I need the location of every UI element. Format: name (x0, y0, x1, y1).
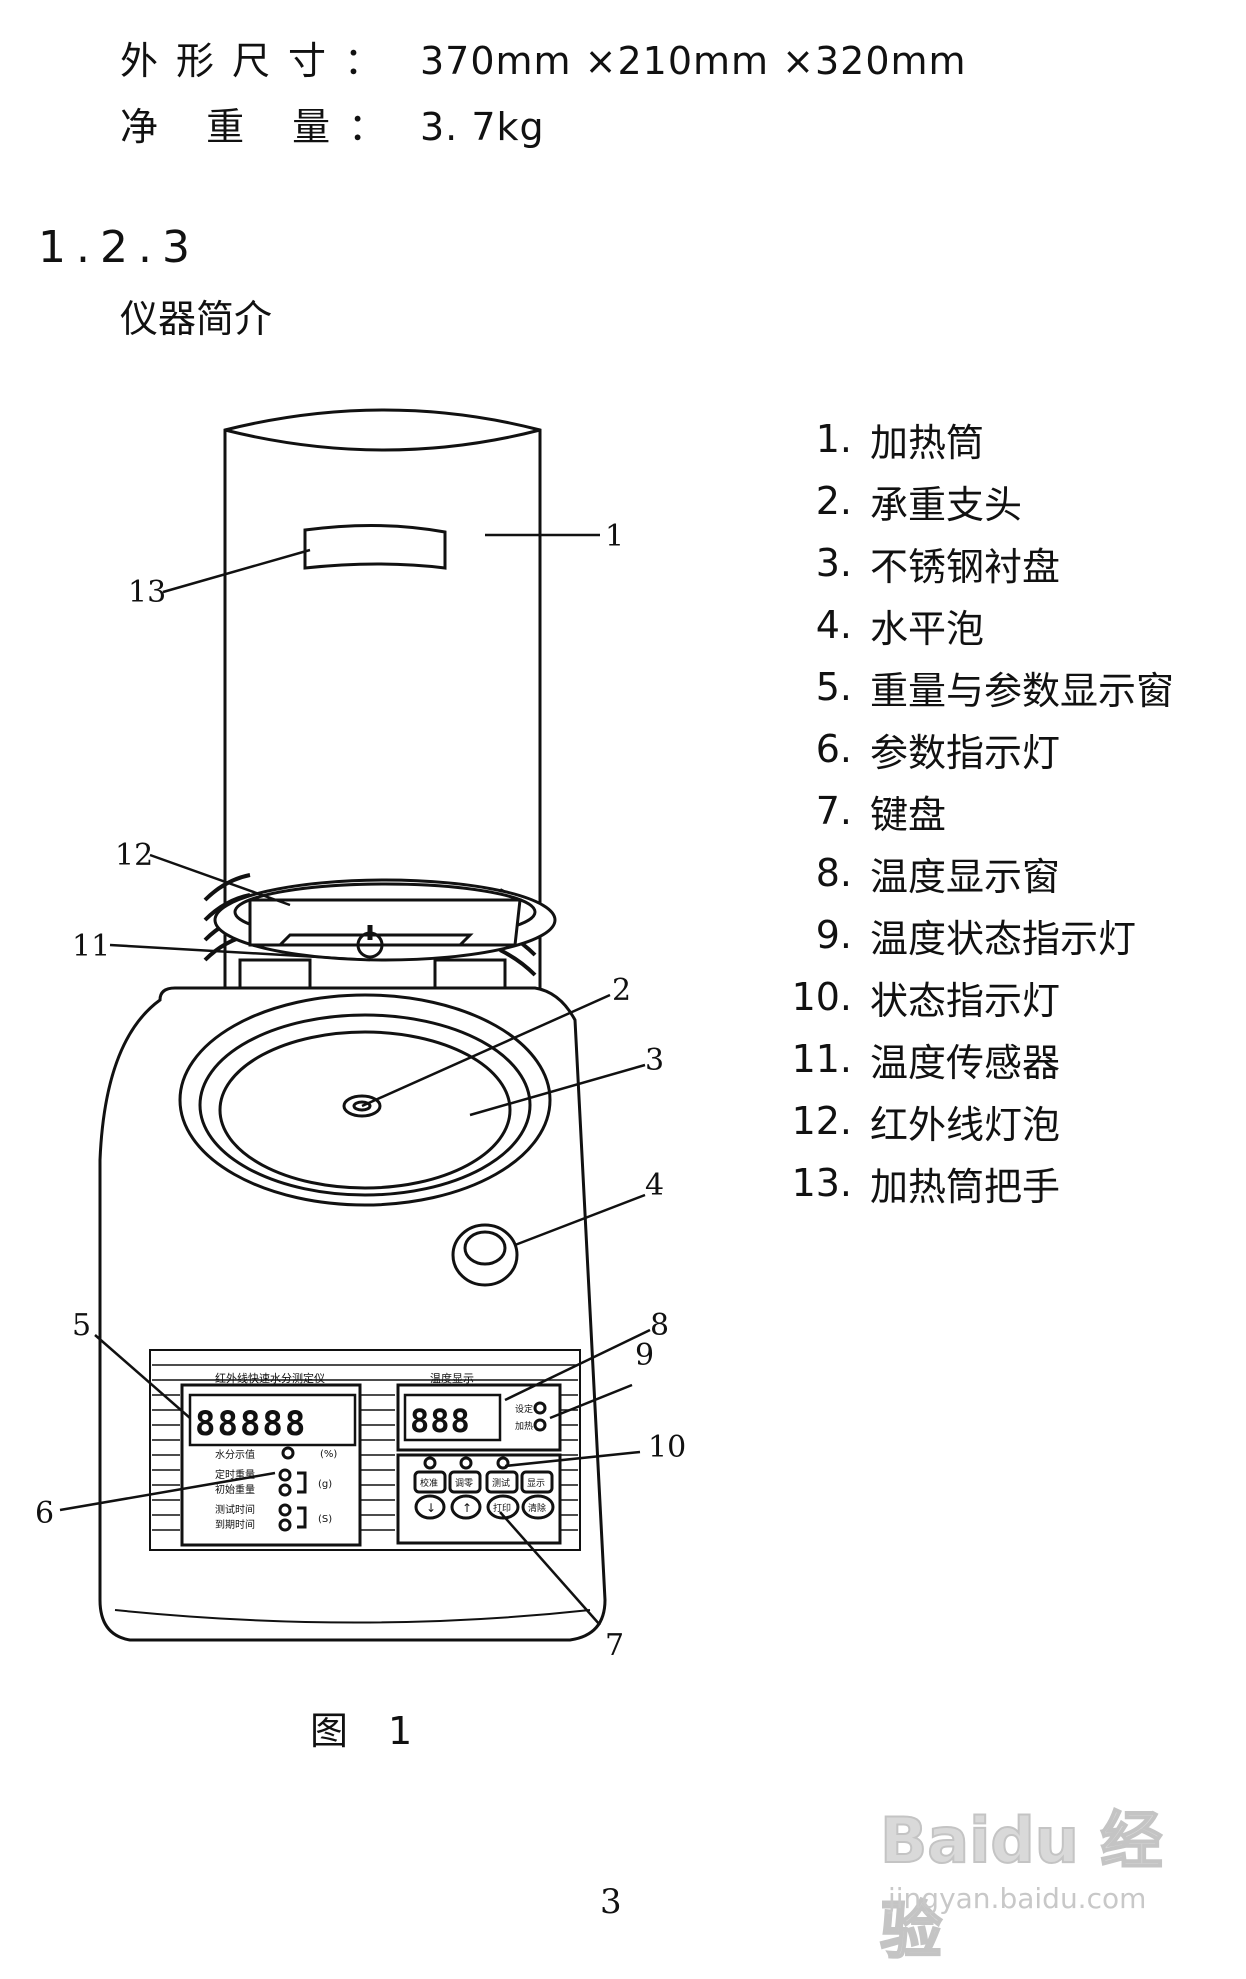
legend-number: 9. (815, 913, 852, 957)
section-title: 仪器简介 (120, 297, 273, 341)
spec-value: 370mm ×210mm ×320mm (420, 39, 967, 83)
key-label: 校准 (420, 1477, 438, 1489)
legend-item: 9. 温度状态指示灯 (762, 904, 1232, 966)
key-label: 清除 (528, 1502, 546, 1514)
diagram-label-10: 10 (648, 1430, 686, 1465)
param-row-label: 测试时间 (215, 1503, 255, 1516)
diagram-label-2: 2 (612, 973, 631, 1008)
legend-text: 温度显示窗 (870, 854, 1061, 899)
legend-text: 加热筒 (870, 420, 985, 465)
legend-item: 3. 不锈钢衬盘 (762, 532, 1232, 594)
legend-number: 2. (815, 479, 852, 523)
caption-number: 1 (388, 1709, 413, 1753)
legend-item: 10. 状态指示灯 (762, 966, 1232, 1028)
panel-temp-title: 温度显示 (430, 1371, 474, 1385)
legend-number: 4. (815, 603, 852, 647)
param-unit: (g) (318, 1479, 332, 1490)
spec-label: 净 重 量： (120, 105, 405, 149)
spec-weight: 净 重 量： 3. 7kg (120, 96, 545, 151)
diagram-label-11: 11 (72, 929, 110, 964)
legend-text: 加热筒把手 (870, 1164, 1061, 1209)
temp-display: 888 (410, 1402, 471, 1440)
key-label: 打印 (493, 1502, 511, 1514)
legend-number: 10. (791, 975, 852, 1019)
diagram-label-5: 5 (72, 1308, 91, 1343)
legend-item: 6. 参数指示灯 (762, 718, 1232, 780)
spec-label: 外形尺寸： (120, 39, 401, 83)
legend-text: 温度传感器 (870, 1040, 1061, 1085)
diagram-label-3: 3 (645, 1043, 664, 1078)
legend-text: 状态指示灯 (870, 978, 1061, 1023)
weight-display: 88888 (195, 1404, 307, 1444)
legend-text: 温度状态指示灯 (870, 916, 1137, 961)
legend-number: 7. (815, 789, 852, 833)
key-label: ↑ (462, 1501, 472, 1515)
legend-item: 13. 加热筒把手 (762, 1152, 1232, 1214)
device-illustration: 红外线快速水分测定仪 温度显示 88888 888 水分示值 定时重量 初始重量… (35, 408, 686, 1663)
legend-text: 承重支头 (870, 482, 1023, 527)
legend-item: 1. 加热筒 (762, 408, 1232, 470)
diagram-label-12: 12 (115, 838, 153, 873)
diagram-label-8: 8 (650, 1308, 669, 1343)
legend-text: 水平泡 (870, 606, 985, 651)
legend-text: 参数指示灯 (870, 730, 1061, 775)
section-number: 1.2.3 (38, 222, 200, 273)
diagram-label-9: 9 (635, 1338, 654, 1373)
key-label: 调零 (455, 1478, 473, 1489)
legend-text: 重量与参数显示窗 (870, 668, 1175, 713)
param-unit: (S) (318, 1514, 332, 1525)
spec-dimensions: 外形尺寸： 370mm ×210mm ×320mm (120, 30, 967, 85)
legend-number: 13. (791, 1161, 852, 1205)
legend-number: 6. (815, 727, 852, 771)
key-label: 测试 (492, 1477, 510, 1489)
legend-item: 12. 红外线灯泡 (762, 1090, 1232, 1152)
page-number: 3 (600, 1882, 622, 1922)
legend-text: 红外线灯泡 (870, 1102, 1061, 1147)
param-row-label: 初始重量 (215, 1483, 255, 1496)
watermark-logo: Baidu 经验 (879, 1803, 1163, 1968)
param-row-label: 到期时间 (215, 1518, 255, 1531)
legend-number: 3. (815, 541, 852, 585)
legend-item: 5. 重量与参数显示窗 (762, 656, 1232, 718)
diagram-label-7: 7 (605, 1628, 624, 1663)
legend-number: 8. (815, 851, 852, 895)
temp-led-label: 设定 (515, 1403, 533, 1415)
temp-led-label: 加热 (515, 1420, 533, 1432)
legend-item: 8. 温度显示窗 (762, 842, 1232, 904)
key-label: 显示 (527, 1478, 545, 1489)
diagram-label-13: 13 (128, 575, 166, 610)
legend-text: 键盘 (870, 792, 947, 837)
diagram-label-4: 4 (645, 1168, 664, 1203)
legend-number: 11. (791, 1037, 852, 1081)
legend-item: 7. 键盘 (762, 780, 1232, 842)
key-label: ↓ (426, 1501, 436, 1515)
diagram-label-1: 1 (605, 519, 624, 554)
spec-value: 3. 7kg (420, 105, 545, 149)
watermark: Baidu 经验 jingyan.baidu.com (879, 1790, 1220, 1968)
legend-item: 2. 承重支头 (762, 470, 1232, 532)
legend-number: 5. (815, 665, 852, 709)
diagram-label-6: 6 (35, 1496, 54, 1531)
param-unit: (%) (320, 1449, 337, 1460)
legend-item: 4. 水平泡 (762, 594, 1232, 656)
legend-number: 1. (815, 417, 852, 461)
legend-item: 11. 温度传感器 (762, 1028, 1232, 1090)
legend-text: 不锈钢衬盘 (870, 544, 1061, 589)
panel-title: 红外线快速水分测定仪 (215, 1371, 325, 1385)
legend-number: 12. (791, 1099, 852, 1143)
watermark-url: jingyan.baidu.com (888, 1882, 1147, 1915)
param-row-label: 水分示值 (215, 1448, 255, 1461)
parts-legend: 1. 加热筒 2. 承重支头 3. 不锈钢衬盘 4. 水平泡 5. 重量与参数显示窗 6.… (762, 408, 1232, 1214)
caption-label: 图 (310, 1709, 349, 1753)
